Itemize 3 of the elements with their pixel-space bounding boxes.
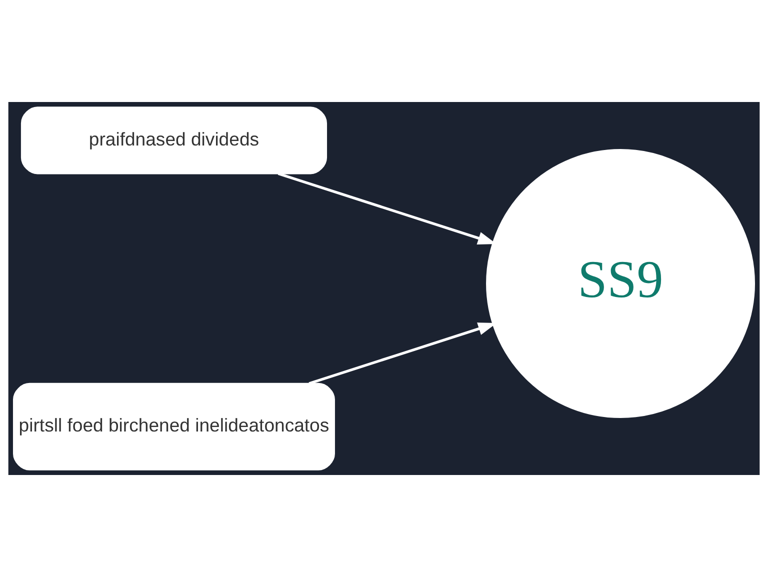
- node-circle: SS9: [486, 148, 756, 418]
- node-box: praifdnased divideds: [20, 106, 328, 174]
- node-box: pirtsll foed birchened inelideatoncatos: [12, 382, 335, 470]
